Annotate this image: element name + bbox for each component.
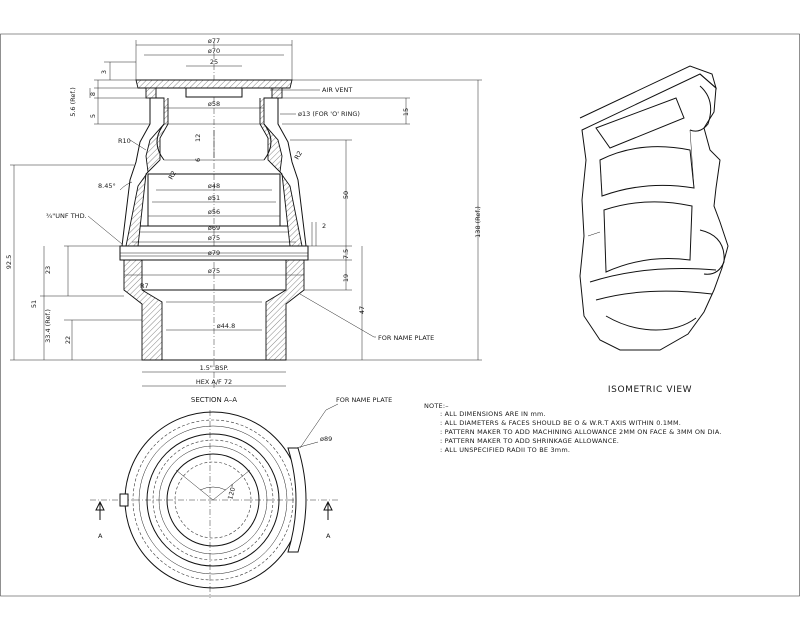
dim-d44-8: ø44.8: [217, 322, 235, 330]
dim-d70: ø70: [208, 47, 220, 55]
notes-heading: NOTE:–: [424, 402, 449, 410]
dim-92-5: 92.5: [5, 255, 13, 269]
dim-138-ref: 138 (Ref.): [474, 206, 482, 238]
dim-19: 19: [342, 274, 350, 282]
dim-7-5: 7.5: [342, 249, 350, 259]
dim-5-6-ref: 5.6 (Ref.): [69, 87, 77, 117]
left-dimension-chain: [10, 61, 150, 361]
dim-6: 6: [194, 158, 202, 162]
note-line-2: : ALL DIAMETERS & FACES SHOULD BE O & W.…: [440, 419, 681, 427]
dim-d79: ø79: [208, 249, 220, 257]
cap-boss: [185, 87, 243, 98]
dim-d75-lower: ø75: [208, 267, 220, 275]
label-120-deg: 120°: [226, 483, 238, 500]
dim-d51: ø51: [208, 194, 220, 202]
dim-d69: ø69: [208, 224, 220, 232]
dim-33-4-ref: 33.4 (Ref.): [44, 309, 52, 343]
label-a-left: A: [98, 532, 103, 540]
dim-23: 23: [44, 266, 52, 274]
label-air-vent: AIR VENT: [322, 86, 352, 94]
label-unf: ¾"UNF THD.: [46, 212, 87, 220]
note-line-5: : ALL UNSPECIFIED RADII TO BE 3mm.: [440, 446, 570, 454]
radius-mark-right: R2: [293, 150, 304, 161]
dim-25: 25: [210, 58, 218, 66]
cap-flange: [135, 79, 293, 89]
label-angle: 8.45°: [98, 182, 116, 190]
dim-d75-upper: ø75: [208, 234, 220, 242]
dim-22: 22: [64, 336, 72, 344]
label-name-plate-section: FOR NAME PLATE: [378, 334, 434, 342]
dim-d58: ø58: [208, 100, 220, 108]
dim-15: 15: [402, 108, 410, 116]
dim-12: 12: [194, 134, 202, 142]
dim-d77: ø77: [208, 37, 220, 45]
cap-left-lip: [145, 87, 157, 99]
sheet-border: [0, 33, 800, 597]
section-title: SECTION A–A: [191, 396, 237, 404]
label-r10: R10: [118, 137, 131, 145]
radius-mark-left: R2: [167, 170, 178, 181]
dim-51: 51: [30, 300, 38, 308]
label-bsp: 1.5" BSP.: [200, 364, 229, 372]
dim-2: 2: [322, 222, 326, 230]
iso-outline: [579, 73, 729, 351]
plan-view: 120° FOR NAME PLATE ø89 A A: [90, 396, 392, 598]
body-left-outline: [121, 98, 151, 247]
dim-3: 3: [100, 70, 108, 74]
label-d89: ø89: [320, 435, 332, 443]
note-line-1: : ALL DIMENSIONS ARE IN mm.: [440, 410, 546, 418]
right-dimension-chain: [282, 79, 482, 361]
label-name-plate-plan: FOR NAME PLATE: [336, 396, 392, 404]
label-r7: R7: [140, 282, 149, 290]
dim-d48: ø48: [208, 182, 220, 190]
note-line-4: : PATTERN MAKER TO ADD SHRINKAGE ALLOWAN…: [440, 437, 619, 445]
section-view: ø77 ø70 25 ø58 ø48 ø51 ø56 ø69 ø75 ø79 ø…: [5, 37, 482, 404]
cap-right-lip: [271, 87, 283, 99]
notes-block: NOTE:– : ALL DIMENSIONS ARE IN mm. : ALL…: [424, 402, 722, 454]
label-hex: HEX A/F 72: [196, 378, 232, 386]
name-plate-pad: [287, 447, 307, 553]
label-o-ring: ø13 (FOR 'O' RING): [298, 110, 360, 118]
dim-d56: ø56: [208, 208, 220, 216]
dim-50: 50: [342, 191, 350, 199]
body-right-outline: [277, 98, 307, 247]
dim-5: 5: [89, 114, 97, 118]
label-a-right: A: [326, 532, 331, 540]
dim-47: 47: [358, 306, 366, 314]
isometric-view: ISOMETRIC VIEW: [579, 65, 729, 395]
dim-8: 8: [89, 92, 97, 96]
iso-title: ISOMETRIC VIEW: [608, 385, 692, 395]
note-line-3: : PATTERN MAKER TO ADD MACHINING ALLOWAN…: [440, 428, 722, 436]
